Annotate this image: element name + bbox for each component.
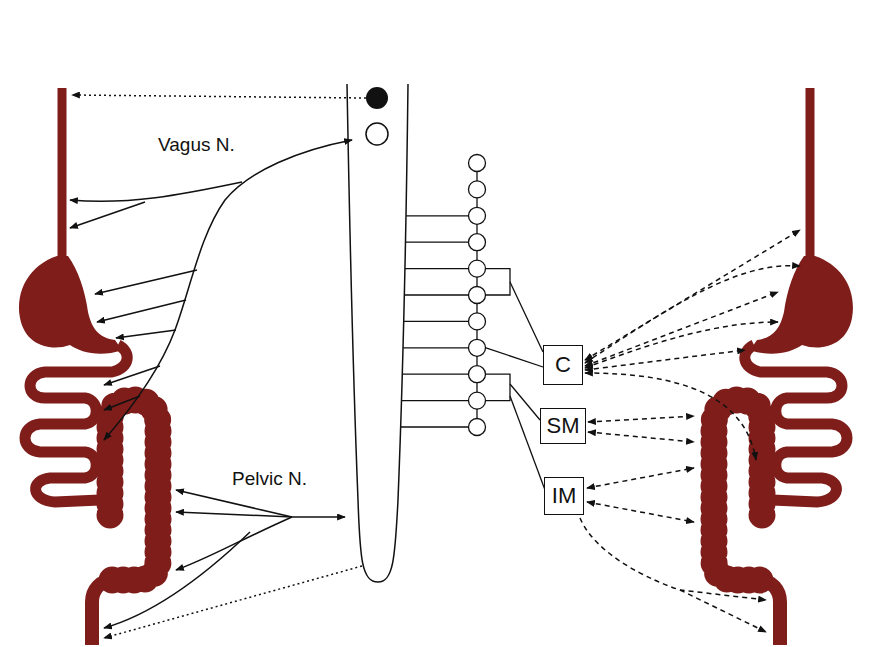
dashed-arrow bbox=[588, 416, 694, 422]
fibre-to-ganglion bbox=[510, 282, 543, 352]
chain-ganglion bbox=[469, 313, 486, 330]
ganglion-box: SM bbox=[540, 408, 586, 444]
nerve-branch bbox=[70, 202, 145, 228]
nerve-branch bbox=[70, 182, 242, 201]
nerve-branch bbox=[176, 512, 292, 517]
fibre-to-ganglion bbox=[510, 384, 540, 420]
dashed-arrow bbox=[680, 590, 766, 632]
dashed-arrow bbox=[585, 350, 745, 370]
nerve-label: Vagus N. bbox=[156, 134, 237, 156]
nerve-branch bbox=[95, 270, 197, 294]
dashed-arrow bbox=[587, 502, 694, 522]
dashed-arrow bbox=[585, 292, 778, 366]
fibre-to-ganglion bbox=[486, 348, 543, 367]
left-gut bbox=[19, 88, 158, 645]
spinal-cord bbox=[347, 84, 408, 582]
dashed-arrow bbox=[585, 266, 800, 363]
nerve-trunk bbox=[292, 516, 345, 518]
ganglion-label: C bbox=[555, 353, 571, 377]
nerve-branch bbox=[176, 517, 292, 570]
vagal-nucleus bbox=[366, 123, 388, 145]
nerve-label: Pelvic N. bbox=[230, 468, 309, 490]
nerve-branch bbox=[104, 366, 160, 385]
sympathetic-chain bbox=[401, 163, 545, 490]
ganglion-box: C bbox=[543, 345, 583, 385]
pelvic-nerve bbox=[104, 490, 345, 628]
ganglion-label: IM bbox=[552, 484, 576, 508]
chain-ganglion bbox=[469, 419, 486, 436]
bracket bbox=[486, 269, 510, 295]
dashed-arrow bbox=[587, 468, 694, 488]
chain-ganglion bbox=[469, 181, 486, 198]
dashed-arrow bbox=[580, 518, 766, 600]
bracket bbox=[486, 374, 510, 400]
nerve-branch bbox=[97, 300, 186, 322]
chain-ganglion bbox=[469, 366, 486, 383]
postganglionic-fibres bbox=[580, 230, 800, 632]
ganglion-box: IM bbox=[544, 477, 584, 515]
nerve-branch bbox=[176, 490, 292, 517]
vagus-nerve bbox=[70, 140, 352, 440]
dashed-arrow bbox=[585, 373, 756, 460]
chain-ganglion bbox=[469, 392, 486, 409]
nerve-branch bbox=[104, 532, 250, 628]
dashed-arrow bbox=[585, 230, 800, 360]
chain-ganglion bbox=[469, 234, 486, 251]
spinal-cord-fill bbox=[347, 84, 408, 582]
preganglionic-fibres bbox=[401, 216, 468, 427]
dotted-pathway bbox=[72, 95, 366, 98]
chain-ganglion bbox=[469, 287, 486, 304]
chain-ganglion bbox=[469, 207, 486, 224]
chain-ganglion bbox=[469, 260, 486, 277]
nerve-branch bbox=[116, 330, 176, 338]
right-gut bbox=[714, 88, 853, 645]
dotted-pathway bbox=[104, 566, 362, 638]
dashed-arrow bbox=[585, 322, 778, 368]
chain-ganglion bbox=[469, 339, 486, 356]
chain-ganglion bbox=[469, 155, 486, 172]
ganglion-label: SM bbox=[547, 414, 580, 438]
brainstem-nucleus bbox=[366, 87, 388, 109]
nerve-branch bbox=[104, 396, 140, 410]
dashed-arrow bbox=[588, 432, 694, 442]
chain-ganglia bbox=[469, 155, 486, 436]
